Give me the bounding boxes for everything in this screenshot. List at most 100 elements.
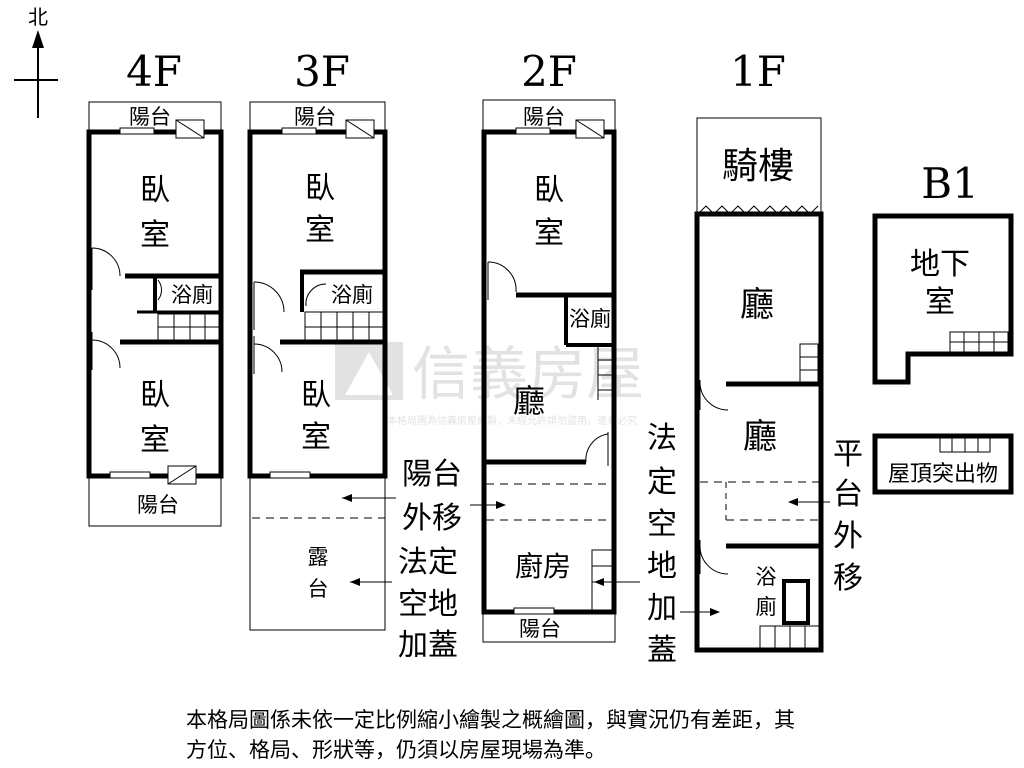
arcade-1f: 騎樓 [722,146,794,187]
door-icon [699,545,729,575]
annotation-legal-space-3f: 法定 空地 加蓋 [350,545,458,663]
door-icon [699,383,729,411]
watermark-brand: 信義房屋 [412,340,644,408]
balcony-top-2f: 陽台 [523,105,565,129]
north-arrow-icon [32,30,44,48]
floor-1f: 1F 騎樓 廳 廳 浴 廁 [694,47,824,653]
svg-text:空: 空 [647,507,677,542]
living-room-2-1f: 廳 [743,417,777,457]
svg-text:台: 台 [308,577,329,601]
svg-text:法定: 法定 [398,545,458,580]
stairs-icon [304,311,386,343]
floor-2f: 2F 陽台 臥 室 浴廁 廳 廚房 陽台 [481,47,617,643]
stairs-icon [939,437,991,453]
annotation-balcony-moved: 陽台 外移 [342,457,506,536]
bathroom-1f: 浴 [756,565,777,589]
door-icon [487,261,517,293]
window-icon [513,607,555,615]
shutter-icon [697,205,819,215]
living-room-1-1f: 廳 [740,285,774,325]
arrow-left-icon [594,578,604,586]
svg-text:室: 室 [140,218,170,253]
bedroom-1-4f: 臥 [140,173,170,208]
footer-disclaimer: 本格局圖係未依一定比例縮小繪製之概繪圖，與實況仍有差距，其 方位、格局、形狀等，… [186,708,795,762]
living-room-2f: 廳 [513,382,545,420]
arrow-left-icon [342,494,352,502]
basement-b1: 地下 [910,247,970,282]
door-icon [91,247,121,277]
svg-text:室: 室 [305,213,335,248]
watermark-notice: 本格局圖為信義房屋繪製，未經允許請勿盜用，違者必究 [387,414,637,427]
floor-title-2f: 2F [521,47,577,96]
svg-text:加蓋: 加蓋 [398,628,458,663]
bedroom-2f: 臥 [534,173,564,208]
roof-structure: 屋頂突出物 [888,462,998,487]
svg-text:陽台: 陽台 [402,457,462,492]
watermark-logo-icon [335,342,403,400]
stairs-icon [759,625,821,651]
window-icon [281,127,317,135]
svg-text:空地: 空地 [398,587,458,622]
svg-text:外: 外 [833,519,863,554]
window-icon [269,471,311,479]
stairs-icon [157,313,222,341]
svg-text:外移: 外移 [402,501,462,536]
svg-text:加: 加 [647,591,677,626]
door-icon [253,281,285,313]
floor-title-1f: 1F [730,47,786,96]
arrow-left-icon [788,498,798,506]
arrow-left-icon [350,578,360,586]
door-icon [585,433,609,463]
toilet-icon [782,579,810,625]
floor-title-3f: 3F [294,47,350,96]
stairs-icon [799,343,819,385]
svg-text:室: 室 [140,423,170,458]
floor-b1: B1 地下 室 屋頂突出物 [872,159,1014,495]
svg-text:室: 室 [534,216,564,251]
floor-4f: 4F 陽台 臥 室 浴廁 臥 室 陽台 [86,47,224,527]
stairs-icon [949,331,1009,353]
disclaimer-line-1: 本格局圖係未依一定比例縮小繪製之概繪圖，與實況仍有差距，其 [186,708,795,732]
watermark: 信義房屋 本格局圖為信義房屋繪製，未經允許請勿盜用，違者必究 [335,340,644,427]
bathroom-3f: 浴廁 [331,283,373,307]
svg-text:台: 台 [833,477,863,512]
svg-text:地: 地 [647,549,677,584]
annotation-legal-space-2f: 法 定 空 地 加 蓋 [594,421,720,668]
door-icon [305,283,327,307]
bathroom-2f: 浴廁 [569,307,611,331]
bathroom-4f: 浴廁 [171,283,213,307]
disclaimer-line-2: 方位、格局、形狀等，仍須以房屋現場為準。 [186,738,606,762]
compass-label: 北 [28,5,48,29]
svg-text:定: 定 [647,465,677,500]
window-icon [109,471,151,479]
svg-text:室: 室 [301,420,331,455]
terrace-3f: 露 [308,545,329,569]
svg-text:移: 移 [833,561,863,596]
balcony-top-3f: 陽台 [294,105,336,129]
balcony-top-4f: 陽台 [129,105,171,129]
door-icon [157,279,162,301]
north-compass: 北 [14,5,58,118]
floor-3f: 3F 陽台 臥 室 浴廁 臥 室 露 台 [247,47,388,631]
window-icon [515,127,551,135]
balcony-bottom-2f: 陽台 [519,617,561,641]
balcony-bottom-4f: 陽台 [137,493,179,517]
door-icon [253,343,283,373]
bedroom-2-4f: 臥 [140,378,170,413]
floor-title-b1: B1 [921,159,979,208]
svg-text:平: 平 [833,437,863,472]
stairs-icon [597,345,614,400]
svg-text:廁: 廁 [756,595,777,619]
svg-text:法: 法 [647,421,677,456]
annotation-platform-moved: 平 台 外 移 [788,437,863,596]
door-icon [91,339,121,369]
window-icon [119,127,155,135]
bedroom-2-3f: 臥 [301,378,331,413]
arrow-right-icon [496,501,506,509]
svg-text:蓋: 蓋 [647,633,677,668]
bedroom-1-3f: 臥 [305,171,335,206]
arrow-right-icon [710,608,720,616]
floor-title-4f: 4F [126,47,182,96]
kitchen-2f: 廚房 [515,550,571,583]
svg-text:室: 室 [925,285,955,320]
